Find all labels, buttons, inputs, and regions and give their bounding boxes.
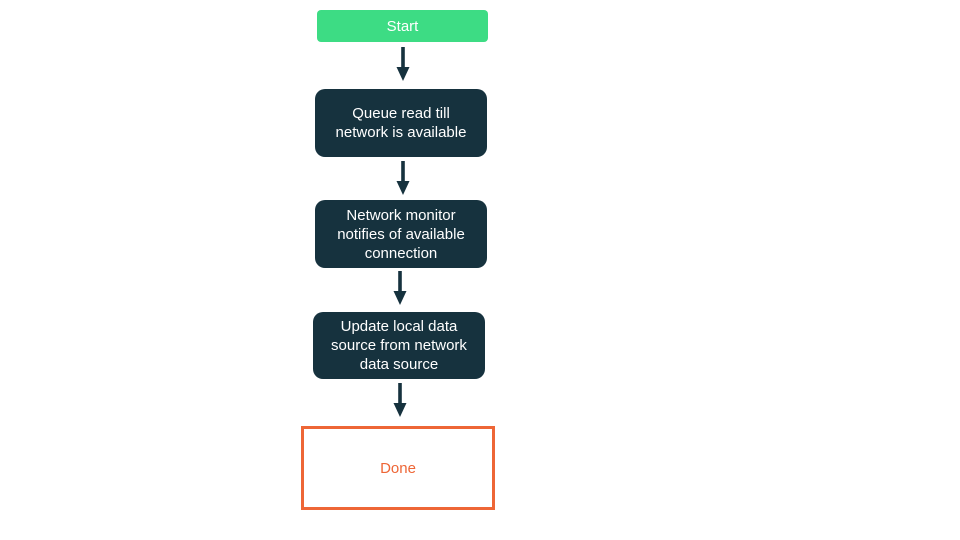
flow-node-queue-read-label: Queue read till network is available xyxy=(335,105,467,141)
arrow-down-icon xyxy=(393,383,407,417)
flow-node-queue-read: Queue read till network is available xyxy=(315,89,487,157)
flow-node-done-label: Done xyxy=(380,459,416,477)
flow-node-network-monitor: Network monitor notifies of available co… xyxy=(315,200,487,268)
flow-node-update-local-data: Update local data source from network da… xyxy=(313,312,485,379)
flow-node-start: Start xyxy=(317,10,488,42)
arrow-down-icon xyxy=(396,47,410,81)
flow-node-start-label: Start xyxy=(386,17,419,35)
flow-node-update-local-data-label: Update local data source from network da… xyxy=(331,318,467,373)
flow-node-network-monitor-label: Network monitor notifies of available co… xyxy=(337,206,465,262)
arrow-down-icon xyxy=(396,161,410,195)
flow-node-done: Done xyxy=(301,426,495,510)
arrow-down-icon xyxy=(393,271,407,305)
